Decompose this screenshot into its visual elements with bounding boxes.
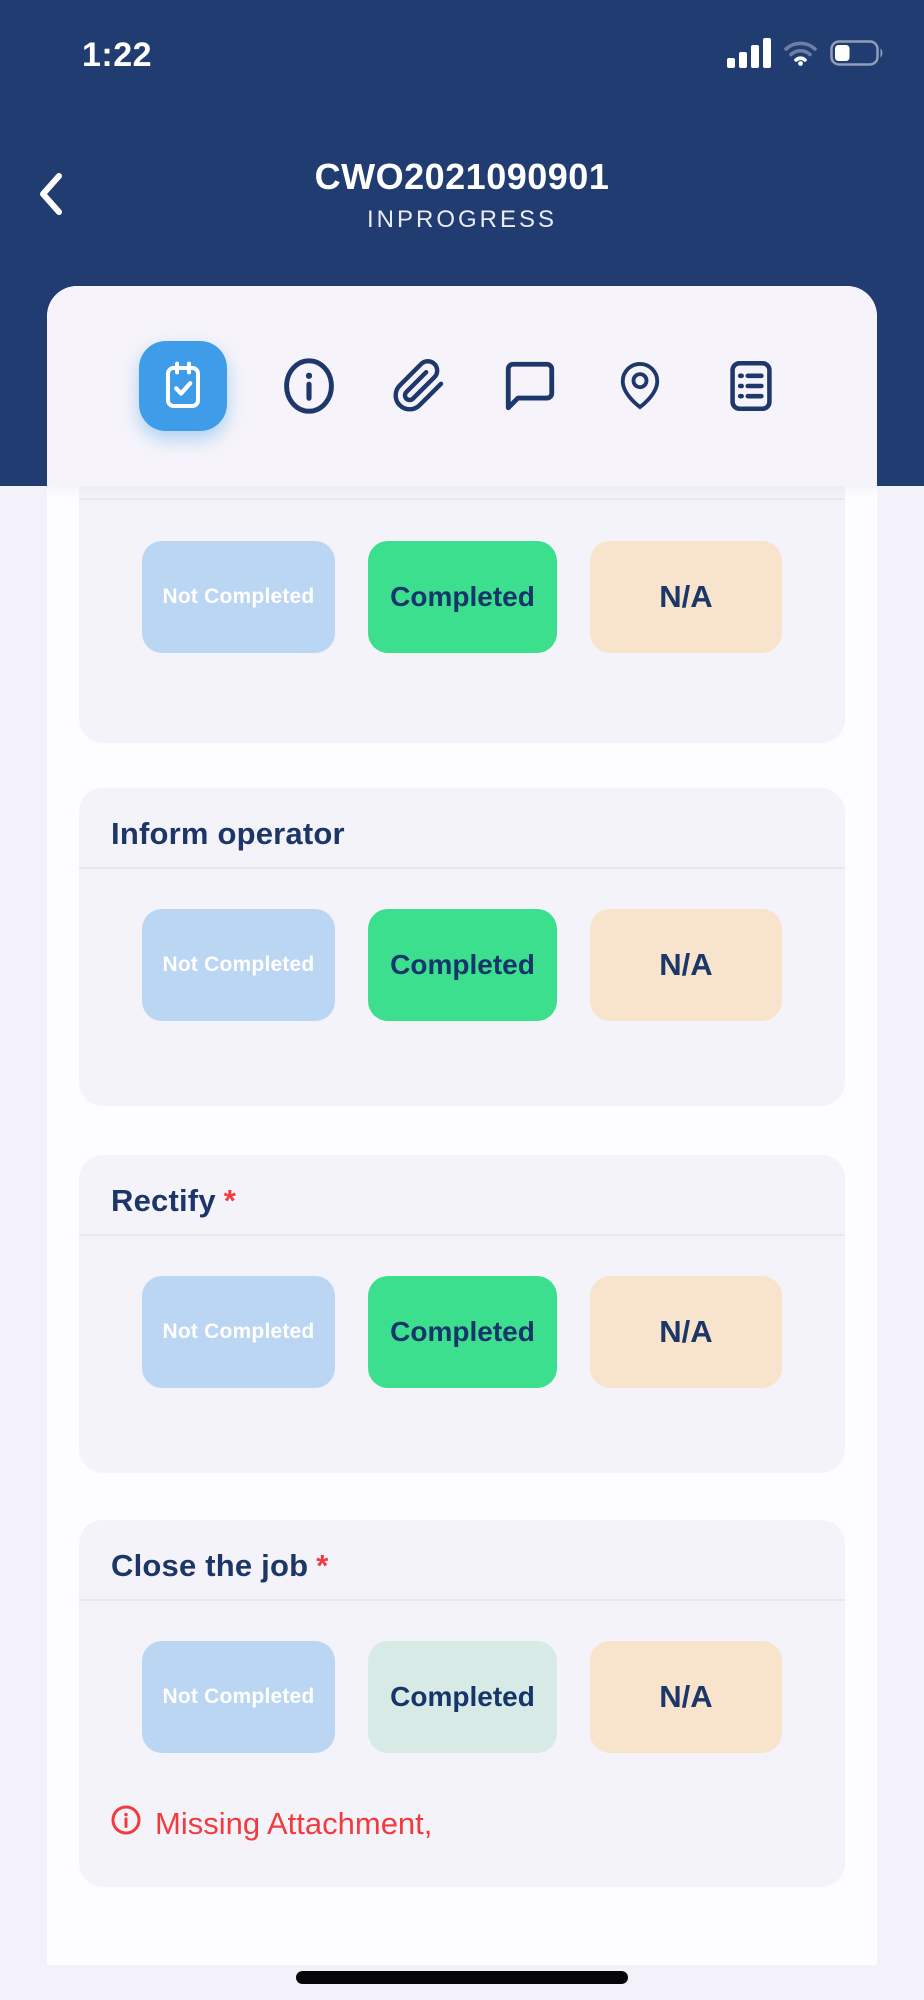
back-button[interactable] <box>34 170 68 218</box>
option-row: Not Completed Completed N/A <box>79 909 845 1021</box>
paperclip-icon <box>391 356 447 416</box>
validation-error: Missing Attachment, <box>111 1805 845 1843</box>
option-row: Not Completed Completed N/A <box>79 1276 845 1388</box>
tab-tasks[interactable] <box>139 341 227 431</box>
tab-bar <box>47 286 877 486</box>
status-bar-time: 1:22 <box>82 36 153 74</box>
completed-button[interactable]: Completed <box>368 1276 557 1388</box>
completed-button[interactable]: Completed <box>368 541 557 653</box>
task-section-rectify: Rectify* Not Completed Completed N/A <box>79 1155 845 1473</box>
tab-info[interactable] <box>280 341 338 431</box>
section-title: Inform operator <box>79 788 845 869</box>
wifi-icon <box>784 40 817 71</box>
map-pin-icon <box>617 355 663 417</box>
home-indicator[interactable] <box>296 1971 628 1984</box>
not-completed-button[interactable]: Not Completed <box>142 1641 335 1753</box>
tab-checklist[interactable] <box>722 341 780 431</box>
completed-button[interactable]: Completed <box>368 1641 557 1753</box>
tab-attachments[interactable] <box>390 341 448 431</box>
cellular-signal-icon <box>727 38 771 73</box>
error-text: Missing Attachment, <box>155 1806 433 1841</box>
chevron-left-icon <box>40 173 62 215</box>
status-badge: INPROGRESS <box>366 206 558 233</box>
page-title: CWO2021090901 <box>314 156 610 197</box>
section-title: Rectify* <box>79 1155 845 1236</box>
na-button[interactable]: N/A <box>590 1276 782 1388</box>
battery-icon <box>830 40 884 71</box>
task-section-inform-operator: Inform operator Not Completed Completed … <box>79 788 845 1106</box>
list-icon <box>725 357 777 415</box>
not-completed-button[interactable]: Not Completed <box>142 541 335 653</box>
option-row: Not Completed Completed N/A <box>79 1641 845 1753</box>
required-marker: * <box>223 1183 237 1218</box>
task-section-close-the-job: Close the job* Not Completed Completed N… <box>79 1520 845 1887</box>
section-title: Close the job* <box>79 1520 845 1601</box>
na-button[interactable]: N/A <box>590 1641 782 1753</box>
na-button[interactable]: N/A <box>590 541 782 653</box>
option-row: Not Completed Completed N/A <box>79 541 845 653</box>
section-divider <box>79 486 845 500</box>
error-info-icon <box>111 1805 141 1843</box>
na-button[interactable]: N/A <box>590 909 782 1021</box>
comment-icon <box>501 356 559 416</box>
not-completed-button[interactable]: Not Completed <box>142 1276 335 1388</box>
status-bar-icons <box>727 38 884 73</box>
not-completed-button[interactable]: Not Completed <box>142 909 335 1021</box>
info-icon <box>281 355 337 417</box>
tab-location[interactable] <box>611 341 669 431</box>
task-section-partial: Not Completed Completed N/A <box>79 486 845 743</box>
tab-comments[interactable] <box>501 341 559 431</box>
completed-button[interactable]: Completed <box>368 909 557 1021</box>
detail-card: Not Completed Completed N/A Inform opera… <box>47 286 877 1965</box>
required-marker: * <box>316 1548 329 1583</box>
clipboard-check-icon <box>159 360 207 412</box>
